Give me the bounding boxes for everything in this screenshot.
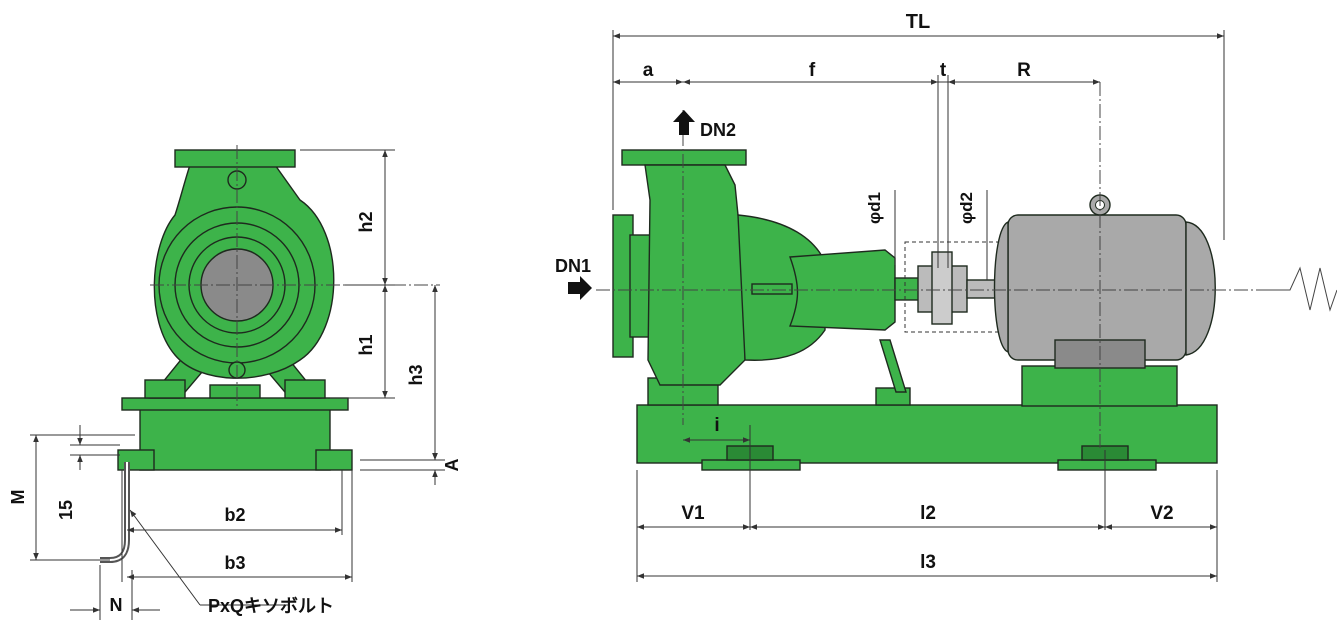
discharge-arrow-icon xyxy=(673,110,695,135)
front-base-block xyxy=(139,407,331,471)
baseplate-foot-right xyxy=(1057,459,1157,471)
label-t: t xyxy=(940,60,947,81)
label-TL: TL xyxy=(906,11,930,33)
label-DN2: DN2 xyxy=(700,120,736,140)
label-h2: h2 xyxy=(356,211,376,232)
label-anchor-bolt: PxQキソボルト xyxy=(208,596,334,616)
label-N: N xyxy=(110,595,123,615)
anchor-bolt-shape xyxy=(100,462,130,563)
label-l3: l3 xyxy=(920,552,936,573)
motor-frame xyxy=(1007,214,1187,361)
front-foot-pad-center xyxy=(209,384,261,399)
front-base-foot-right xyxy=(315,449,353,471)
label-d1: φd1 xyxy=(865,192,884,224)
label-b3: b3 xyxy=(224,553,245,573)
label-b2: b2 xyxy=(224,505,245,525)
label-V1: V1 xyxy=(681,503,705,524)
front-foot-pad-left xyxy=(144,379,186,399)
front-base-top-plate xyxy=(121,397,349,411)
suction-arrow-icon xyxy=(568,276,592,300)
label-a: a xyxy=(643,60,654,81)
label-DN1: DN1 xyxy=(555,256,591,276)
motor-end-cover xyxy=(1185,221,1216,356)
side-view: TL a f t R DN2 DN1 φd1 φd2 i V1 l2 V2 l3 xyxy=(555,11,1337,582)
shaft-pump xyxy=(751,283,793,295)
break-line xyxy=(1265,266,1337,312)
front-base-foot-left xyxy=(117,449,155,471)
bearing-support-leg xyxy=(879,339,907,393)
label-d2: φd2 xyxy=(957,192,976,224)
motor-fan-end xyxy=(993,220,1009,354)
front-foot-pad-right xyxy=(284,379,326,399)
front-view: h2 h1 h3 A M 15 b2 b3 N PxQキソボルト xyxy=(8,145,462,620)
label-h1: h1 xyxy=(356,334,376,355)
baseplate-foot-left xyxy=(701,459,801,471)
label-i: i xyxy=(714,415,719,436)
front-discharge-flange xyxy=(174,149,296,168)
label-h3: h3 xyxy=(406,364,426,385)
label-f: f xyxy=(809,60,816,81)
coupling-spacer xyxy=(931,251,953,325)
label-R: R xyxy=(1017,60,1031,81)
label-M: M xyxy=(8,490,28,505)
pump-casing xyxy=(644,164,746,386)
label-V2: V2 xyxy=(1150,503,1173,524)
baseplate xyxy=(636,404,1218,464)
discharge-flange xyxy=(621,149,747,166)
label-A: A xyxy=(442,459,462,472)
label-l2: l2 xyxy=(920,503,936,524)
label-15: 15 xyxy=(56,500,76,520)
